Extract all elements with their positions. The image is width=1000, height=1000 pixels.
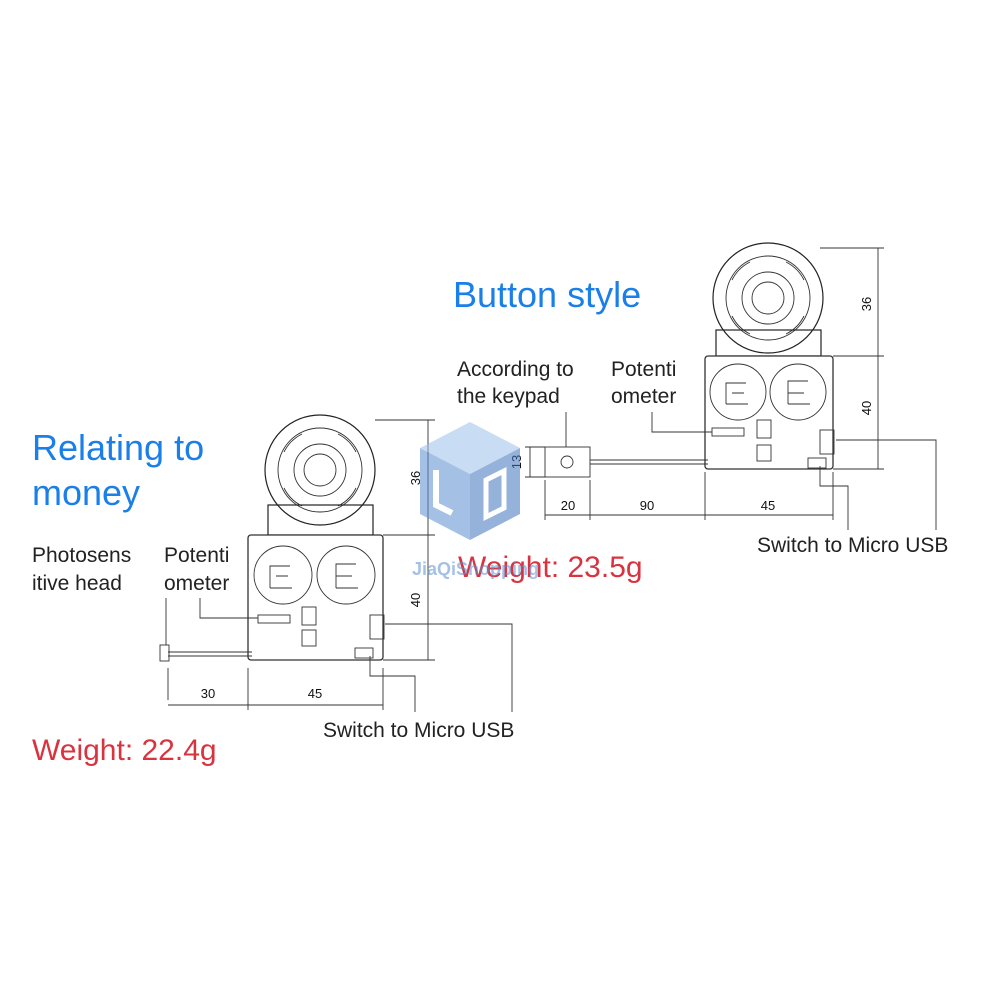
watermark: JiaQiShopping	[412, 422, 539, 579]
right-usb-port	[819, 429, 835, 455]
right-keypad-label-line2: the keypad	[457, 385, 560, 408]
left-module: 30 45 36 40 Photosens itive head Potenti…	[32, 414, 514, 767]
left-chip-2	[301, 629, 317, 647]
right-speaker	[712, 242, 824, 357]
left-button-b	[316, 545, 376, 605]
right-dim-90: 90	[640, 498, 654, 513]
right-board	[704, 355, 834, 470]
left-dim-30: 30	[201, 686, 215, 701]
left-photosensitive-head	[159, 644, 170, 662]
left-sensor-label-line2: itive head	[32, 572, 122, 595]
left-title-line2: money	[32, 472, 140, 513]
cube-logo-icon	[420, 422, 520, 540]
right-button-b	[769, 363, 827, 421]
left-title-line1: Relating to	[32, 427, 204, 468]
right-module: 13 20 90 45 36 40 According to the keypa…	[453, 242, 948, 584]
left-speaker	[264, 414, 376, 536]
right-switch-label: Switch to Micro USB	[757, 534, 948, 557]
left-switch-label: Switch to Micro USB	[323, 719, 514, 742]
right-dim-45: 45	[761, 498, 775, 513]
left-sensor-label-line1: Photosens	[32, 544, 131, 567]
left-potentiometer	[257, 614, 291, 624]
right-pot-label-line1: Potenti	[611, 358, 676, 381]
right-chip-1	[756, 419, 772, 439]
right-title: Button style	[453, 274, 641, 315]
right-dim-20: 20	[561, 498, 575, 513]
right-switch	[807, 457, 827, 469]
right-chip-2	[756, 444, 772, 462]
left-pot-label-line1: Potenti	[164, 544, 229, 567]
left-weight: Weight: 22.4g	[32, 734, 217, 767]
right-pot-label-line2: ometer	[611, 385, 676, 408]
left-dim-36: 36	[408, 471, 423, 485]
left-dim-45: 45	[308, 686, 322, 701]
right-button-a	[709, 363, 767, 421]
left-switch	[354, 647, 374, 659]
right-keypad-label-line1: According to	[457, 358, 574, 381]
right-weight: Weight: 23.5g	[458, 551, 643, 584]
left-button-a	[253, 545, 313, 605]
left-pot-label-line2: ometer	[164, 572, 229, 595]
right-dim-40: 40	[859, 401, 874, 415]
right-dim-36: 36	[859, 297, 874, 311]
right-keypad	[544, 446, 591, 478]
left-chip-1	[301, 606, 317, 626]
watermark-text: JiaQiShopping	[412, 559, 539, 579]
left-usb-port	[369, 614, 385, 640]
left-dim-40: 40	[408, 593, 423, 607]
left-board	[247, 534, 384, 661]
